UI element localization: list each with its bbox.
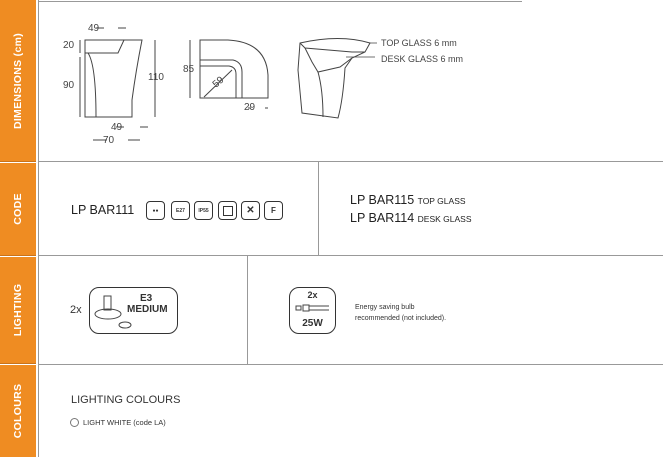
- lamp-socket-icon: [94, 295, 132, 329]
- divider: [38, 364, 663, 365]
- dimensions-heading: DIMENSIONS (cm): [12, 32, 24, 129]
- dim-width: 70: [103, 135, 115, 146]
- bulb-wattage: 25W: [302, 318, 323, 329]
- bulb-box: 2x 25W: [289, 287, 336, 334]
- plan-view-drawing: [189, 39, 269, 109]
- desk-glass-label: DESK GLASS 6 mm: [381, 54, 464, 64]
- accessory-top-glass: LP BAR115 TOP GLASS: [350, 193, 466, 207]
- dim-depth: 85: [183, 64, 195, 75]
- dim-top-height: 20: [63, 40, 75, 51]
- lighting-kit-box: E3 MEDIUM: [89, 287, 178, 334]
- code-heading: CODE: [12, 193, 24, 225]
- note-line: Energy saving bulb: [355, 304, 415, 311]
- section-label-code: CODE: [0, 163, 36, 256]
- perspective-drawing: [297, 38, 377, 119]
- accessory-desk-glass: LP BAR114 DESK GLASS: [350, 211, 472, 225]
- dim-base-width: 49: [111, 122, 123, 133]
- bulb-note: Energy saving bulb recommended (not inclu…: [355, 302, 446, 324]
- front-view-drawing: [79, 27, 156, 141]
- kit-label-1: E3: [140, 293, 153, 304]
- colours-title: LIGHTING COLOURS: [71, 394, 181, 406]
- weee-bin-icon: ✕: [241, 201, 260, 220]
- accessory-code: LP BAR115: [350, 193, 415, 207]
- section-label-dimensions: DIMENSIONS (cm): [0, 0, 36, 162]
- note-line: recommended (not included).: [355, 315, 447, 322]
- lighting-qty: 2x: [70, 304, 82, 316]
- section-label-colours: COLOURS: [0, 365, 36, 457]
- class-ii-icon: ●●: [146, 201, 165, 220]
- accessory-desc: TOP GLASS: [417, 196, 466, 206]
- colour-option[interactable]: LIGHT WHITE (code LA): [70, 418, 166, 427]
- divider: [38, 161, 663, 162]
- bulb-e27-icon: E27: [171, 201, 190, 220]
- top-glass-label: TOP GLASS 6 mm: [381, 38, 457, 48]
- ip55-icon: IP55: [194, 201, 213, 220]
- product-code: LP BAR111: [71, 203, 135, 217]
- icon-label: F: [271, 206, 276, 215]
- accessory-code: LP BAR114: [350, 211, 415, 225]
- icon-label: E27: [176, 207, 185, 214]
- cfl-bulb-icon: [295, 304, 329, 312]
- divider: [38, 255, 663, 256]
- colours-heading: COLOURS: [12, 383, 24, 439]
- f-mark-icon: F: [264, 201, 283, 220]
- divider: [318, 161, 319, 255]
- accessory-desc: DESK GLASS: [417, 214, 472, 224]
- dim-top-width: 49: [88, 23, 100, 34]
- colour-label: LIGHT WHITE (code LA): [83, 418, 166, 427]
- product-drawings: [79, 27, 377, 141]
- dim-side: 29: [244, 102, 256, 113]
- double-insulation-icon: [218, 201, 237, 220]
- dim-total-height: 110: [148, 72, 164, 83]
- section-label-lighting: LIGHTING: [0, 257, 36, 364]
- icon-label: IP55: [198, 207, 209, 214]
- divider: [38, 0, 39, 457]
- bulb-qty: 2x: [307, 290, 318, 300]
- lighting-heading: LIGHTING: [12, 283, 24, 337]
- divider: [38, 1, 522, 2]
- radio-icon[interactable]: [70, 418, 79, 427]
- divider: [247, 255, 248, 364]
- dim-body-height: 90: [63, 80, 75, 91]
- kit-label-2: MEDIUM: [127, 304, 168, 315]
